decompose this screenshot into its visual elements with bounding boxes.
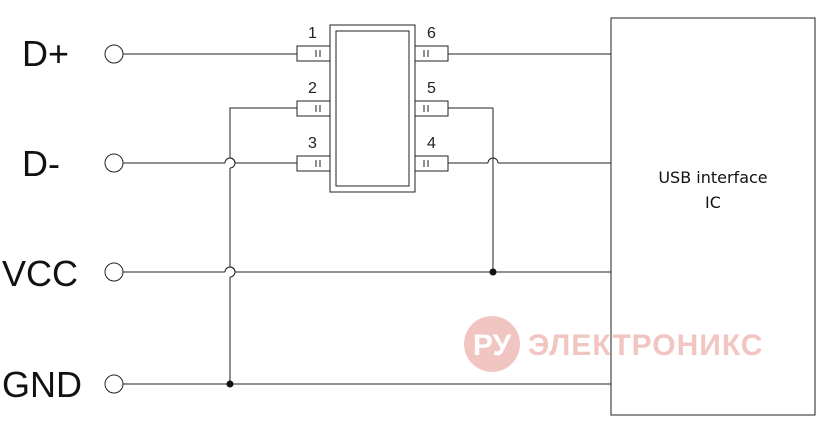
terminal-vcc xyxy=(104,262,124,282)
watermark-text: ЭЛЕКТРОНИКС xyxy=(528,329,763,362)
chip-pin-2 xyxy=(296,100,331,117)
pin-number-5: 5 xyxy=(427,80,436,97)
label-vcc: VCC xyxy=(2,253,78,294)
watermark: РУ ЭЛЕКТРОНИКС xyxy=(464,316,763,372)
usb-ic-box xyxy=(610,17,816,416)
label-dplus: D+ xyxy=(22,33,69,74)
chip-pin-3 xyxy=(296,155,331,172)
terminal-dminus xyxy=(104,153,124,173)
watermark-logo: РУ xyxy=(473,329,512,362)
chip-pin-6 xyxy=(414,45,449,62)
pin-number-6: 6 xyxy=(427,25,436,42)
chip-pin-1 xyxy=(296,45,331,62)
wire-pin2-gnd-hop1 xyxy=(229,157,236,169)
wire-dminus-hop xyxy=(224,157,236,164)
watermark-logo-circle xyxy=(464,316,520,372)
junction-vcc xyxy=(489,268,497,276)
terminal-dplus xyxy=(104,44,124,64)
pin-number-1: 1 xyxy=(308,25,317,42)
chip-body-inner xyxy=(335,30,410,187)
pin-number-2: 2 xyxy=(308,80,317,97)
wire-vcc-hop xyxy=(224,266,236,273)
wire-pin2-gnd xyxy=(229,107,297,158)
pin-number-3: 3 xyxy=(308,135,317,152)
terminal-gnd xyxy=(104,374,124,394)
wire-pin4-hop xyxy=(487,157,499,164)
ic-label-line2: IC xyxy=(705,193,721,212)
label-dminus: D- xyxy=(22,143,60,184)
ic-label-line1: USB interface xyxy=(658,168,767,187)
chip-body-outer xyxy=(329,24,416,193)
wire-pin2-gnd-hop2 xyxy=(229,266,236,278)
label-gnd: GND xyxy=(2,364,82,405)
chip-pin-4 xyxy=(414,155,449,172)
junction-gnd xyxy=(226,380,234,388)
chip-pin-5 xyxy=(414,100,449,117)
pin-number-4: 4 xyxy=(427,135,436,152)
